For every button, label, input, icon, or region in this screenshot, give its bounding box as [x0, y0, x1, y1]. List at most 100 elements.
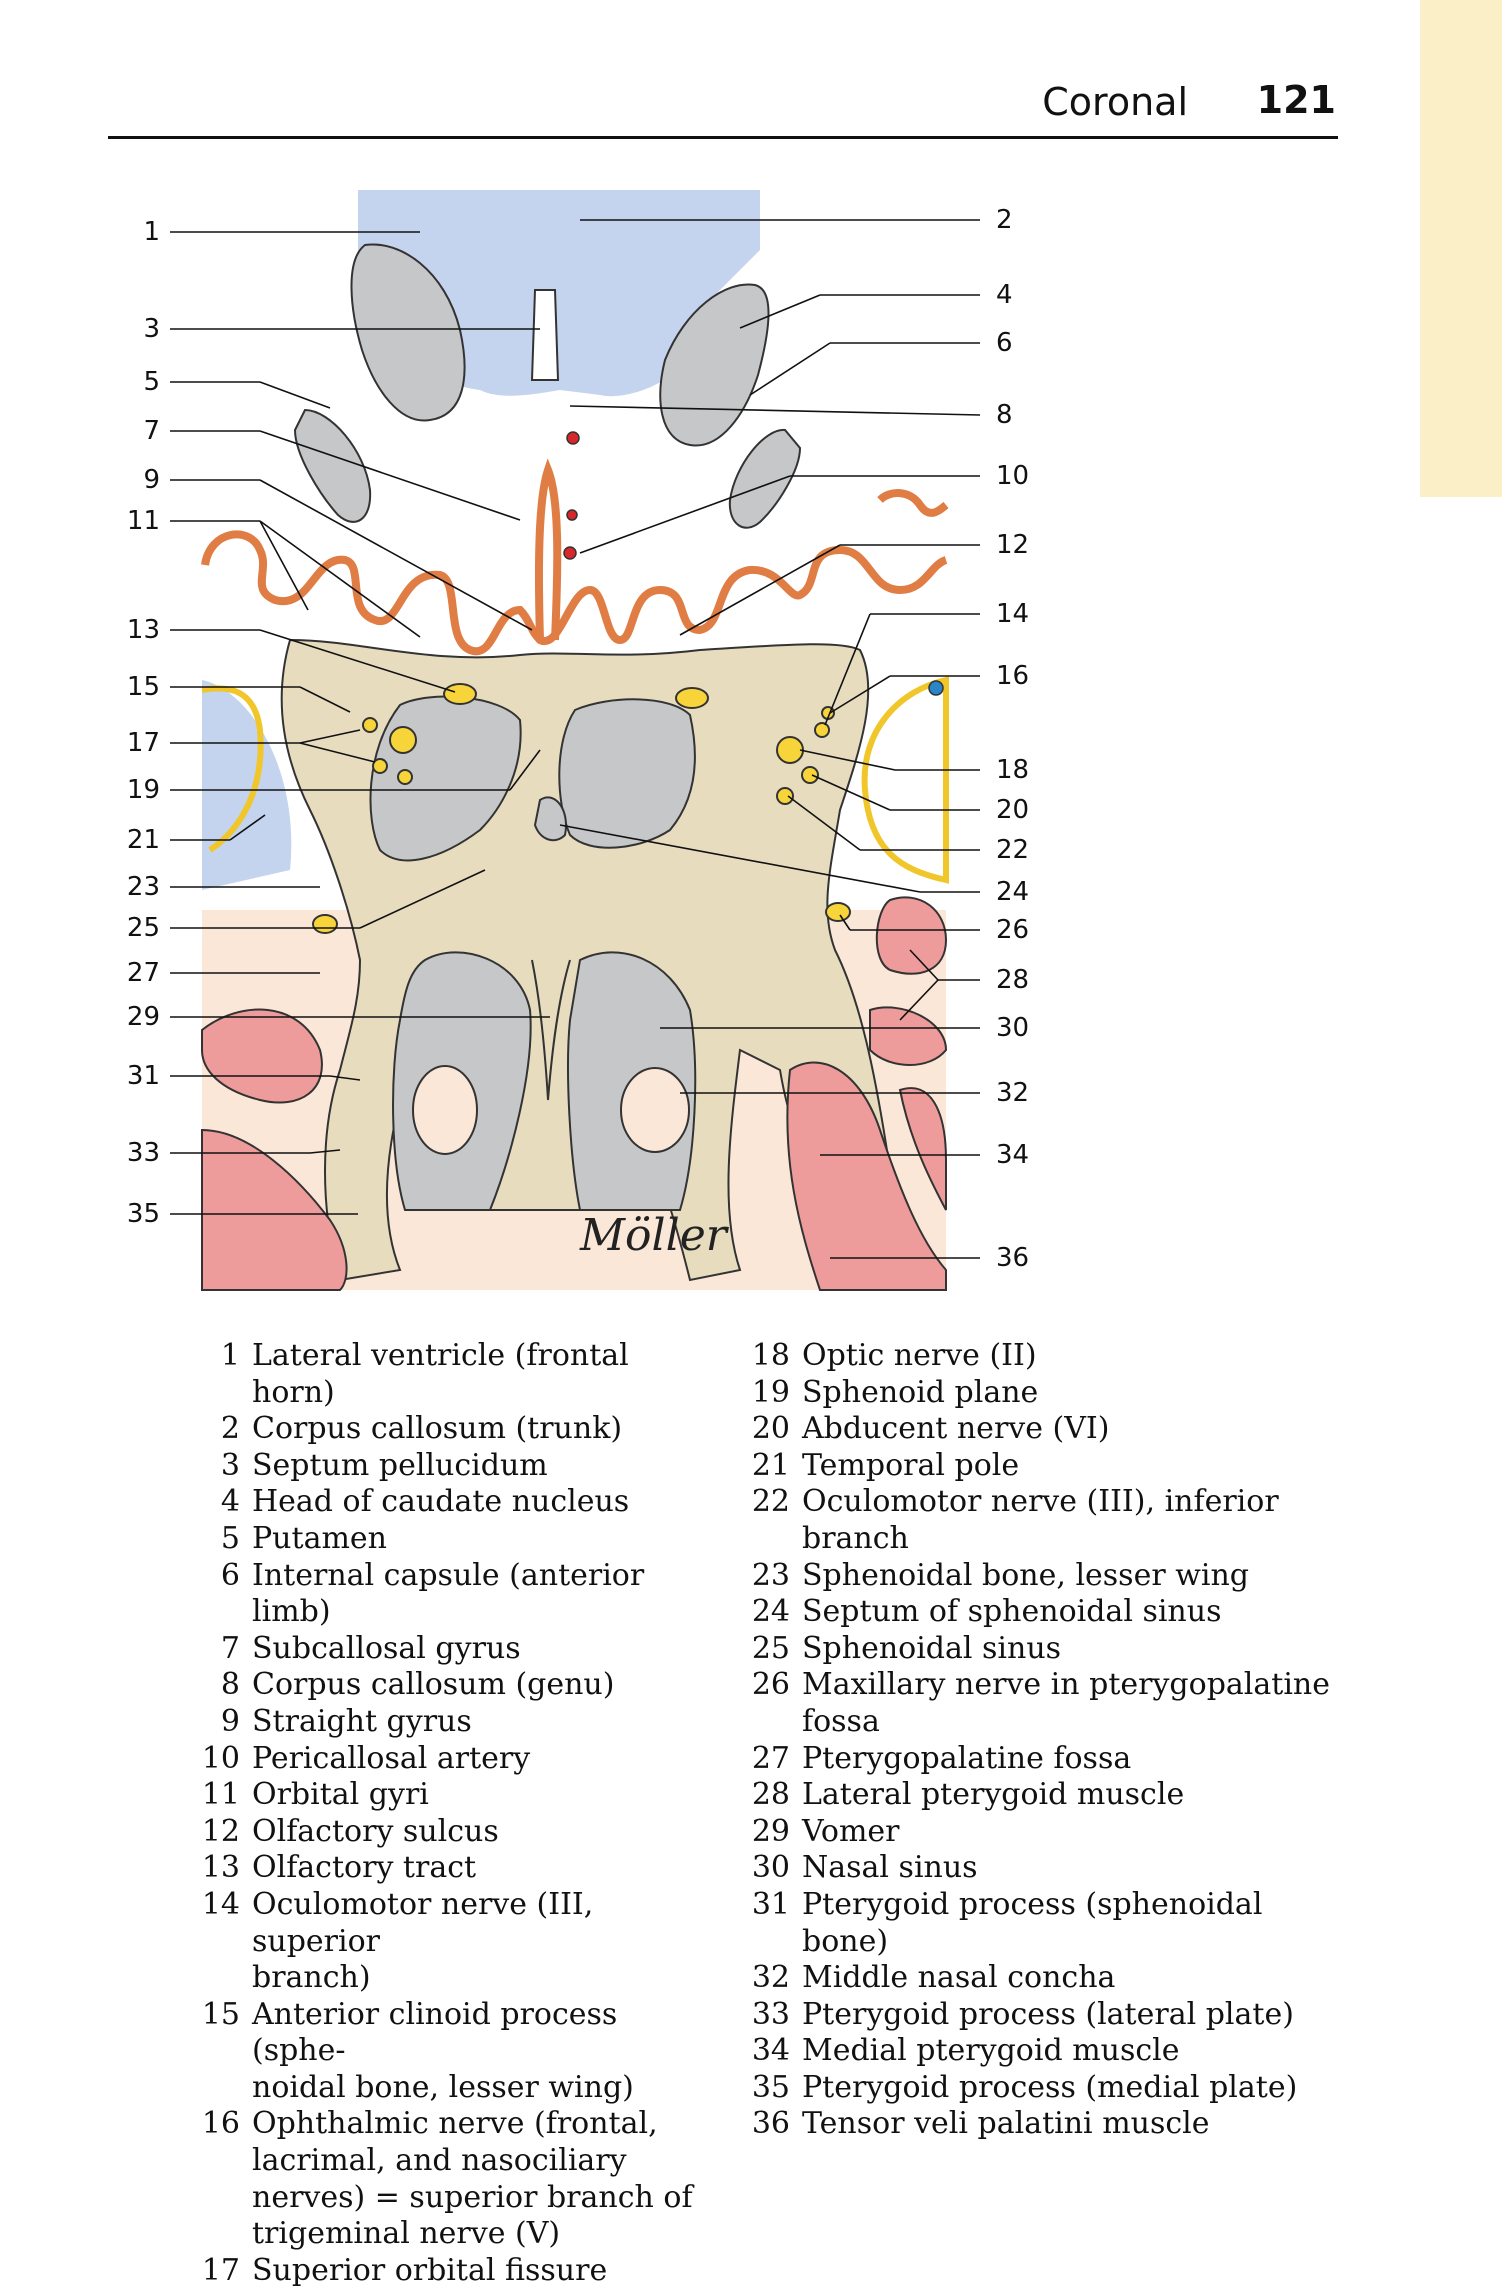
caudate-nucleus-left [350, 243, 466, 422]
pericallosal-artery-mid [566, 509, 578, 521]
optic-nerve-right [776, 736, 804, 764]
leader-14b [824, 613, 871, 726]
legend-number: 25 [751, 1630, 790, 1666]
page-number: 121 [1256, 78, 1336, 122]
legend-text: Ophthalmic nerve (frontal,lacrimal, and … [252, 2106, 693, 2252]
legend-item: 27 Pterygopalatine fossa [740, 1741, 1360, 1778]
straight-gyrus-midline [534, 458, 562, 641]
callout-25: 25 [126, 913, 160, 943]
callout-18: 18 [996, 755, 1030, 785]
legend-text: Nasal sinus [802, 1850, 978, 1886]
sphenoidal-sinus-right [558, 698, 696, 849]
legend-number: 26 [751, 1667, 790, 1703]
leader-25b [359, 869, 486, 929]
legend-number: 20 [751, 1411, 790, 1447]
legend-text: Lateral ventricle (frontal horn) [252, 1338, 629, 1410]
leader-12b [679, 544, 841, 636]
oculomotor-superior-right [814, 722, 830, 738]
legend-text: Olfactory sulcus [252, 1813, 499, 1849]
legend-number: 13 [201, 1850, 240, 1886]
caudate-nucleus-right [659, 283, 770, 447]
leader-11c [259, 520, 421, 638]
callout-23: 23 [126, 872, 160, 902]
middle-nasal-concha-right [620, 1067, 690, 1153]
callout-32: 32 [996, 1078, 1030, 1108]
callout-29: 29 [126, 1002, 160, 1032]
legend-item: 30 Nasal sinus [740, 1850, 1360, 1887]
leader-6b [749, 342, 831, 396]
legend-number: 5 [220, 1520, 240, 1556]
callout-31: 31 [126, 1061, 160, 1091]
legend-text: Pterygopalatine fossa [802, 1740, 1132, 1776]
medial-pterygoid-muscle-left [201, 1128, 348, 1291]
leader-7b [259, 430, 521, 521]
legend-text: Subcallosal gyrus [252, 1630, 521, 1666]
leader-26b [839, 914, 851, 931]
legend-text: Putamen [252, 1520, 387, 1556]
legend-text: Septum of sphenoidal sinus [802, 1594, 1222, 1630]
callout-8: 8 [996, 400, 1013, 430]
callout-3: 3 [143, 314, 160, 344]
leader-9b [259, 479, 533, 631]
olfactory-tract-left [443, 683, 477, 705]
leader-21b [229, 814, 266, 841]
legend-text: Superior orbital fissure [252, 2252, 608, 2288]
legend-number: 10 [201, 1740, 240, 1776]
callout-5: 5 [143, 367, 160, 397]
legend-text: Straight gyrus [252, 1703, 472, 1739]
lateral-pterygoid-muscle-left [201, 1008, 323, 1104]
medial-pterygoid-muscle-right [786, 1061, 947, 1291]
leader-31b [329, 1075, 361, 1081]
page-header: Coronal 121 [108, 70, 1338, 139]
abducent-nerve-left [372, 758, 388, 774]
illustrator-signature: Möller [580, 1210, 727, 1261]
lateral-pterygoid-lower-right [869, 1006, 948, 1066]
legend-number: 31 [751, 1886, 790, 1922]
legend-text: Orbital gyri [252, 1777, 429, 1813]
callout-10: 10 [996, 461, 1030, 491]
legend-text: Corpus callosum (trunk) [252, 1411, 623, 1447]
legend-number: 32 [751, 1960, 790, 1996]
legend-number: 33 [751, 1996, 790, 2032]
leader-15b [299, 686, 351, 713]
legend-number: 28 [751, 1777, 790, 1813]
legend-text: Internal capsule (anterior limb) [252, 1557, 645, 1630]
callout-26: 26 [996, 915, 1030, 945]
callout-33: 33 [126, 1138, 160, 1168]
legend-number: 30 [751, 1850, 790, 1886]
oculomotor-inferior-left [397, 769, 413, 785]
chapter-tab [1420, 0, 1502, 497]
section-title: Coronal [1042, 80, 1188, 124]
callout-2: 2 [996, 205, 1013, 235]
putamen-left [293, 408, 372, 523]
olfactory-tract-right [675, 687, 709, 709]
callout-30: 30 [996, 1013, 1030, 1043]
legend-number: 4 [220, 1484, 240, 1520]
legend-text: Medial pterygoid muscle [802, 2033, 1180, 2069]
callout-16: 16 [996, 661, 1030, 691]
legend-number: 22 [751, 1484, 790, 1520]
callout-1: 1 [143, 217, 160, 247]
legend-number: 27 [751, 1740, 790, 1776]
sinus-septum-small [533, 796, 567, 842]
